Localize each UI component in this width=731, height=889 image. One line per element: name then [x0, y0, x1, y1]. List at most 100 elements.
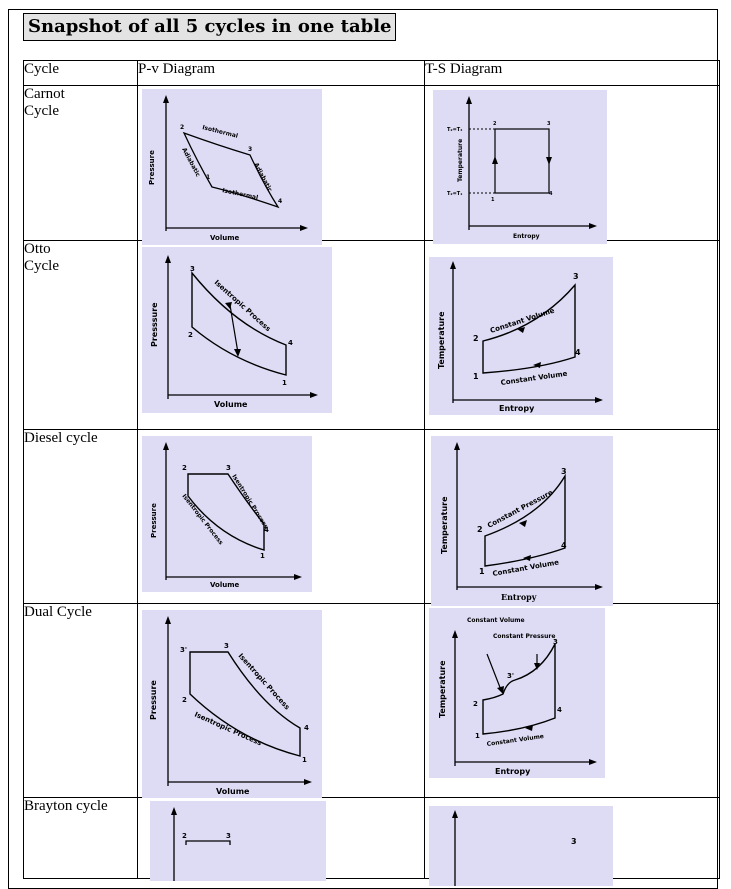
- point-label: 2: [180, 124, 184, 131]
- level-label: T₂=T₁: [447, 191, 462, 197]
- svg-text:1: 1: [302, 756, 307, 764]
- svg-text:Isentropic Process: Isentropic Process: [213, 279, 272, 334]
- svg-text:2: 2: [182, 464, 187, 472]
- svg-text:1: 1: [206, 174, 210, 181]
- table-row-dual: Dual Cycle Pressure Volume Isentropic Pr…: [23, 603, 720, 798]
- curve-label: Isentropic Process: [230, 473, 269, 530]
- y-axis-label: Pressure: [148, 150, 156, 185]
- svg-text:Volume: Volume: [216, 787, 250, 796]
- cycle-name: Diesel cycle: [24, 430, 98, 446]
- table-header-row: Cycle P-v Diagram T-S Diagram: [23, 60, 720, 86]
- svg-text:Isentropic Process: Isentropic Process: [230, 473, 269, 530]
- svg-text:Temperature: Temperature: [440, 496, 449, 554]
- point-label: 2: [493, 121, 497, 127]
- svg-text:2: 2: [473, 700, 478, 708]
- svg-text:Adiabatic: Adiabatic: [252, 162, 273, 194]
- svg-text:Volume: Volume: [210, 234, 240, 242]
- point-label: 3: [573, 272, 579, 281]
- x-axis-label: Volume: [214, 400, 248, 409]
- svg-text:Isentropic Process: Isentropic Process: [180, 493, 224, 547]
- svg-text:Entropy: Entropy: [513, 233, 540, 240]
- cycle-name-cell: Carnot Cycle: [23, 85, 138, 241]
- svg-text:2: 2: [493, 121, 497, 127]
- level-label: T₂=T₄: [447, 127, 462, 133]
- svg-text:2: 2: [182, 696, 187, 704]
- svg-text:3: 3: [571, 837, 577, 846]
- cycle-name: Otto Cycle: [24, 241, 59, 274]
- svg-text:4: 4: [278, 198, 282, 205]
- point-label: 1: [491, 197, 495, 203]
- x-axis-label: Entropy: [499, 404, 535, 413]
- svg-text:T₂=T₁: T₂=T₁: [447, 191, 462, 197]
- svg-text:4: 4: [575, 348, 581, 357]
- svg-text:1: 1: [475, 732, 480, 740]
- svg-text:1: 1: [473, 372, 479, 381]
- point-label: 3: [571, 837, 577, 846]
- curve-label: Constant Volume: [467, 617, 525, 624]
- svg-text:Volume: Volume: [214, 400, 248, 409]
- curve-label: Isentropic Process: [237, 652, 292, 711]
- point-label: 3: [190, 265, 195, 273]
- page-frame: Snapshot of all 5 cycles in one table: [8, 9, 718, 889]
- svg-text:3': 3': [507, 672, 514, 680]
- svg-text:4: 4: [288, 339, 293, 347]
- table-row-otto: Otto Cycle Presssure Volume Isentropic P…: [23, 240, 720, 430]
- point-label: 3: [226, 832, 231, 840]
- ts-diagram-cell: Temperature Entropy Constant Volume Cons…: [424, 603, 720, 798]
- point-label: 4: [557, 706, 562, 714]
- y-axis-label: Pressure: [149, 680, 158, 720]
- svg-text:Pressure: Pressure: [148, 150, 156, 185]
- ts-diagram-cell: Temperature Entropy T₂=T₄ T₂=T₁ 1 2 3 4: [424, 85, 720, 244]
- cycle-name-cell: Otto Cycle: [23, 240, 138, 430]
- svg-text:3: 3: [190, 265, 195, 273]
- svg-text:Temperature: Temperature: [437, 311, 446, 369]
- point-label: 1: [260, 552, 265, 560]
- point-label: 1: [479, 567, 485, 576]
- table-row-carnot: Carnot Cycle Pressure Volume Isothermal …: [23, 85, 720, 245]
- brayton-ts-diagram: 3: [429, 806, 613, 886]
- table-row-brayton: Brayton cycle 2 3 3: [23, 797, 720, 886]
- svg-text:Constant Volume: Constant Volume: [467, 617, 525, 624]
- cycle-name-cell: Dual Cycle: [23, 603, 138, 798]
- point-label: 3: [547, 121, 551, 127]
- curve-label: Isentropic Process: [193, 711, 263, 748]
- pv-diagram-cell: Presssure Volume Isentropic Process 1 2 …: [137, 240, 425, 430]
- point-label: 4: [575, 348, 581, 357]
- point-label: 2: [182, 464, 187, 472]
- point-label: 2: [473, 700, 478, 708]
- carnot-ts-diagram: Temperature Entropy T₂=T₄ T₂=T₁ 1 2 3 4: [433, 90, 607, 244]
- svg-text:Constant Volume: Constant Volume: [500, 370, 568, 387]
- otto-ts-diagram: Temperature Entropy Constant Volume Cons…: [429, 257, 613, 415]
- svg-text:Pressure: Pressure: [150, 503, 158, 538]
- point-label: 4: [304, 724, 309, 732]
- curve-label: Isothermal: [222, 187, 259, 201]
- svg-text:Pressure: Pressure: [149, 680, 158, 720]
- curve-label: Isentropic Process: [180, 493, 224, 547]
- y-axis-label: Temperature: [440, 496, 449, 554]
- svg-text:2: 2: [182, 832, 187, 840]
- pv-diagram-cell: Pressure Volume Isentropic Process Isent…: [137, 429, 425, 604]
- point-label: 4: [549, 191, 553, 197]
- y-axis-label: Temperature: [437, 311, 446, 369]
- svg-text:3: 3: [553, 638, 558, 646]
- svg-text:2: 2: [188, 331, 193, 339]
- point-label: 4: [264, 526, 269, 534]
- x-axis-label: Entropy: [513, 233, 540, 240]
- header-ts-diagram: T-S Diagram: [424, 60, 720, 86]
- y-axis-label: Presssure: [150, 302, 159, 347]
- point-label: 1: [473, 372, 479, 381]
- point-label: 4: [278, 198, 282, 205]
- point-label: 3: [561, 467, 567, 476]
- diesel-ts-diagram: Temperature Entropy Constant Pressure Co…: [431, 436, 613, 606]
- svg-text:Constant Pressure: Constant Pressure: [493, 633, 555, 640]
- x-axis-label: Volume: [210, 581, 240, 589]
- dual-pv-diagram: Pressure Volume Isentropic Process Isent…: [142, 610, 322, 798]
- svg-text:Constant Volume: Constant Volume: [492, 558, 560, 578]
- svg-text:3': 3': [180, 646, 187, 654]
- svg-text:Isothermal: Isothermal: [222, 187, 259, 201]
- brayton-pv-diagram: 2 3: [150, 801, 326, 881]
- header-pv-diagram: P-v Diagram: [137, 60, 425, 86]
- x-axis-label: Entropy: [501, 592, 537, 602]
- x-axis-label: Entropy: [495, 767, 531, 776]
- carnot-pv-diagram: Pressure Volume Isothermal Adiabatic Adi…: [142, 89, 322, 245]
